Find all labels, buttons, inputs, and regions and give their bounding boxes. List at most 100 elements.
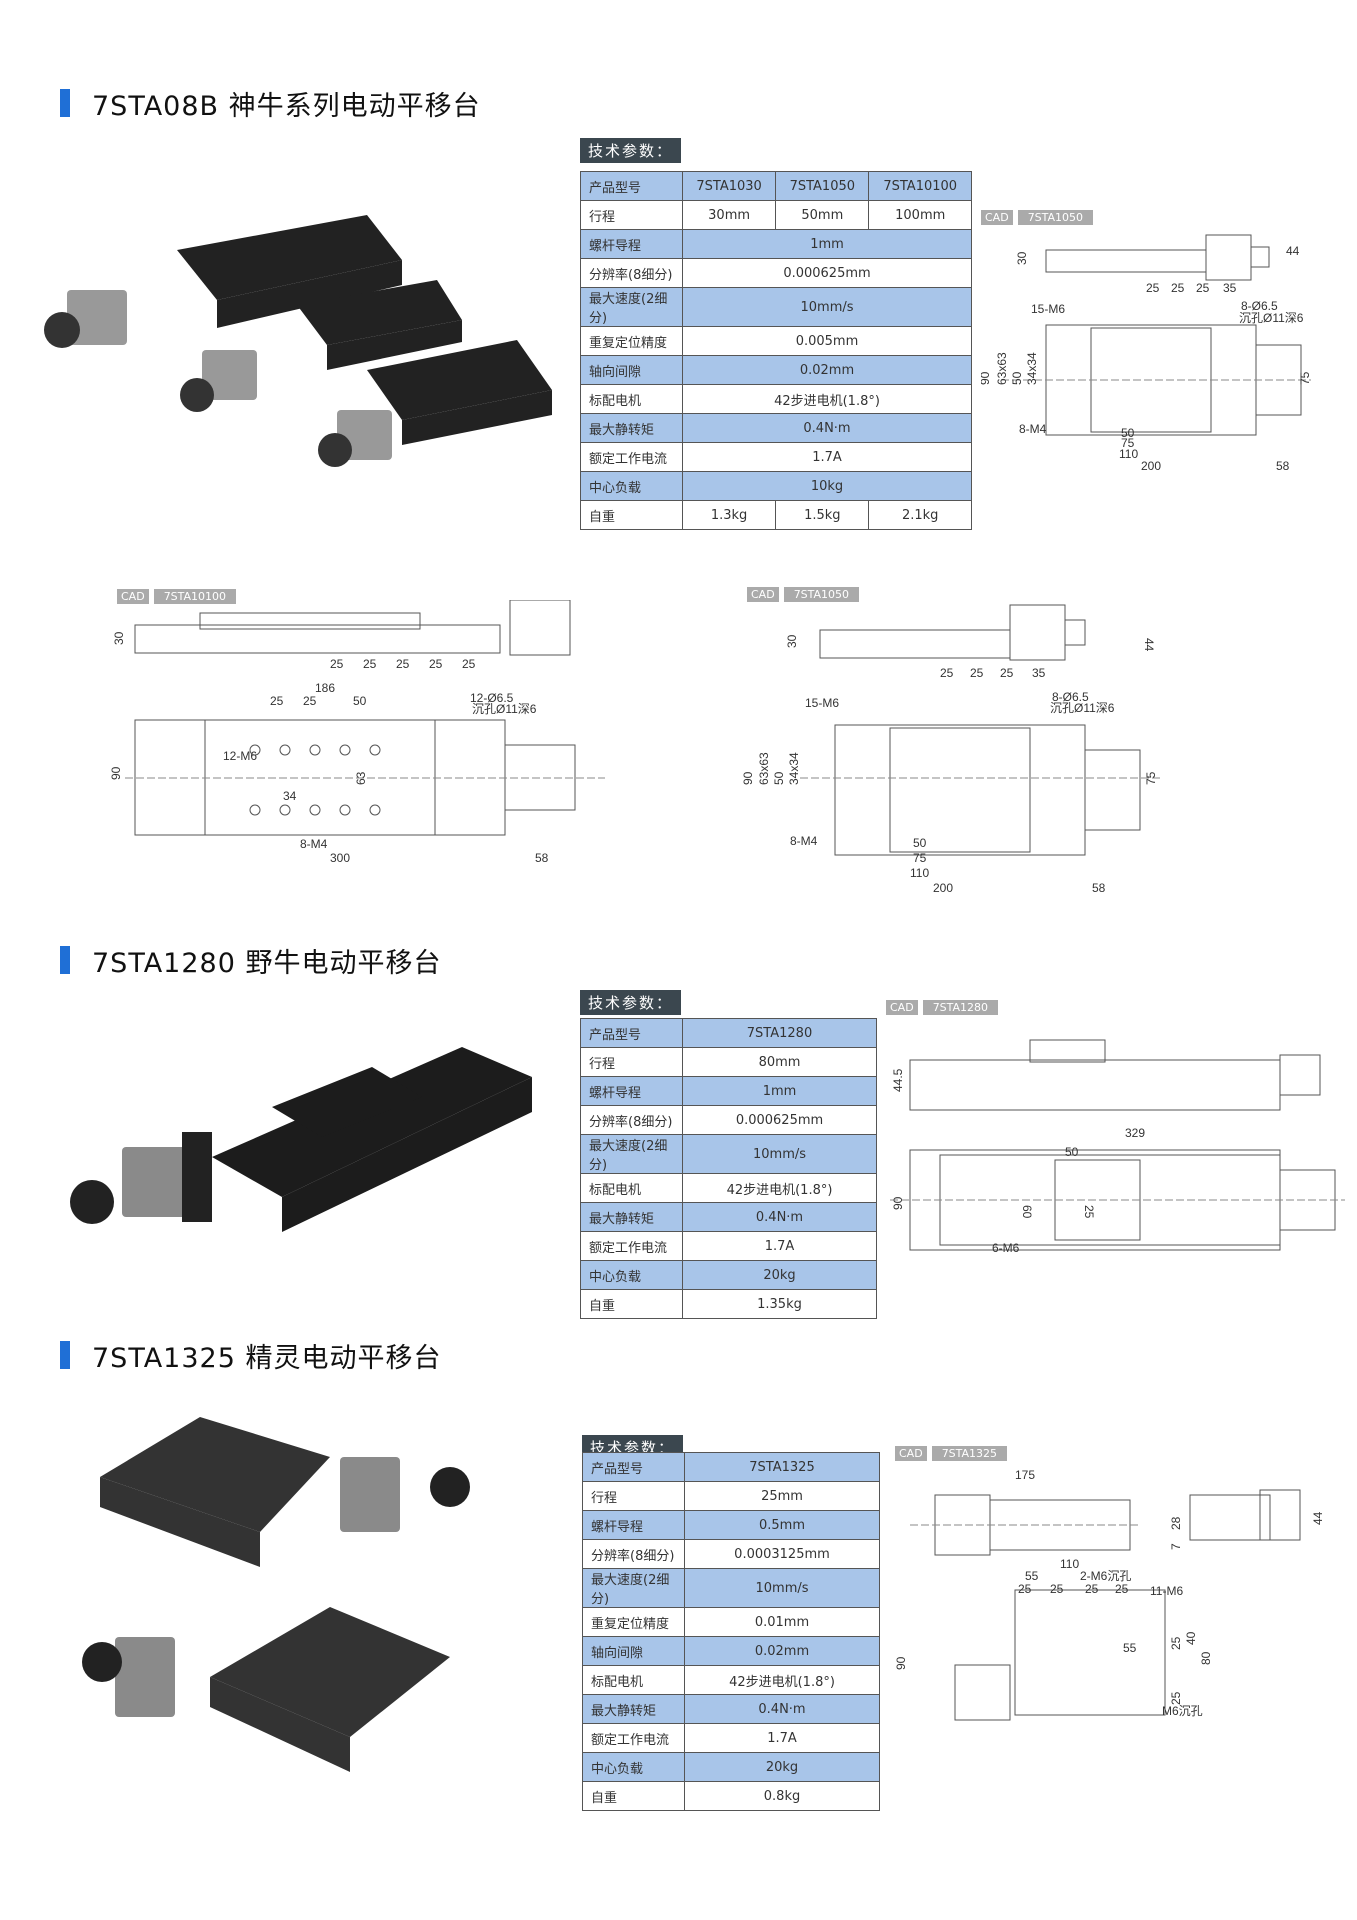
drawing-shape	[210, 1677, 350, 1772]
drawing-shape	[44, 312, 352, 467]
dimension-label: 110	[1119, 447, 1138, 461]
spec-label: 产品型号	[582, 1452, 685, 1482]
spec-label: 额定工作电流	[582, 1723, 685, 1753]
drawing-shape	[402, 390, 552, 445]
drawing-shape	[70, 1180, 114, 1224]
section-title-7sta08b: 7STA08B 神牛系列电动平移台	[60, 88, 481, 122]
spec-value: 20kg	[682, 1260, 877, 1290]
dimension-label: 55	[1025, 1569, 1039, 1583]
spec-label: 最大速度(2细分)	[580, 287, 683, 327]
dimension-label: 25	[1169, 1691, 1183, 1705]
dimension-label: 8-M4	[300, 837, 328, 851]
dimension-label: 25	[1000, 666, 1014, 680]
param-label: 技术参数：	[580, 990, 682, 1015]
dimension-label: 44.5	[891, 1068, 905, 1092]
dimension-label: 329	[1125, 1126, 1145, 1140]
dimension-label: 75	[1121, 436, 1135, 450]
spec-value: 7STA1050	[775, 171, 870, 201]
dimension-label: CAD	[981, 210, 1013, 225]
dimension-label: 15-M6	[1031, 302, 1065, 316]
dimension-label: 12-M6	[223, 749, 257, 763]
dimension-label: 34x34	[787, 752, 801, 785]
spec-label: 中心负载	[582, 1752, 685, 1782]
dimension-label: 63x63	[995, 352, 1009, 385]
drawing-shape	[249, 744, 261, 756]
drawing-shape	[177, 215, 402, 300]
dimension-label: 25	[1050, 1582, 1064, 1596]
drawing-shape	[134, 600, 576, 836]
drawing-shape	[834, 724, 1086, 856]
spec-label: 行程	[582, 1481, 685, 1511]
dimension-label: 60	[1020, 1205, 1034, 1219]
spec-value: 1.3kg	[681, 500, 777, 530]
spec-label: 螺杆导程	[580, 1076, 683, 1106]
dimension-label: 75	[913, 851, 927, 865]
title-accent-bar	[60, 89, 70, 117]
drawing-shape	[249, 744, 381, 816]
spec-label: 最大静转矩	[582, 1694, 685, 1724]
dimension-label: 沉孔Ø11深6	[1239, 311, 1304, 325]
dimension-label: 25	[1171, 281, 1185, 295]
spec-value: 1mm	[682, 1076, 877, 1106]
dimension-label: 63x63	[757, 752, 771, 785]
spec-value: 20kg	[684, 1752, 880, 1782]
dimension-label: 50	[913, 836, 927, 850]
dimension-label: 55	[1123, 1641, 1137, 1655]
spec-label: 轴向间隙	[582, 1636, 685, 1666]
dimension-label: 75	[1144, 771, 1158, 785]
dimension-label: 58	[1276, 459, 1290, 473]
dimension-label: 25	[1115, 1582, 1129, 1596]
spec-value: 50mm	[775, 200, 870, 230]
spec-row: 最大速度(2细分)10mm/s	[580, 1134, 877, 1174]
drawing-shape	[134, 624, 501, 654]
dimension-label: 28	[1169, 1516, 1183, 1530]
dimension-label: 25	[1169, 1636, 1183, 1650]
spec-value: 0.02mm	[682, 355, 972, 385]
dimension-label: 40	[1184, 1631, 1198, 1645]
drawing-shape	[369, 744, 381, 756]
dimension-label: 90	[894, 1656, 908, 1670]
drawing-shape	[67, 290, 392, 460]
spec-value: 0.01mm	[684, 1607, 880, 1637]
drawing-shape	[217, 260, 402, 328]
spec-value: 7STA1325	[684, 1452, 880, 1482]
dimension-label: 11-M6	[1150, 1584, 1183, 1598]
drawing-shape	[954, 1664, 1011, 1721]
dimension-label: 7STA1050	[783, 587, 860, 602]
dimension-label: 58	[535, 851, 549, 865]
dimension-label: 90	[741, 771, 755, 785]
dimension-label: 6-M6	[992, 1241, 1020, 1255]
spec-row: 最大速度(2细分)10mm/s	[582, 1568, 880, 1608]
drawing-shape	[177, 215, 552, 445]
dimension-label: 8-M4	[790, 834, 818, 848]
dimension-label: CAD	[747, 587, 779, 602]
dimension-label: 25	[1146, 281, 1160, 295]
dimension-label: 50	[353, 694, 367, 708]
dimension-label: 12-Ø6.5	[470, 691, 514, 705]
drawing-shape	[67, 290, 127, 345]
drawing-shape	[249, 804, 261, 816]
param-label: 技术参数：	[580, 138, 682, 163]
spec-value: 7STA1280	[682, 1018, 877, 1048]
spec-value: 1mm	[682, 229, 972, 259]
drawing-shape	[309, 744, 321, 756]
spec-label: 自重	[580, 500, 683, 530]
spec-value: 1.7A	[682, 442, 972, 472]
drawing-shape	[100, 1417, 450, 1772]
dimension-label: 25	[363, 657, 377, 671]
